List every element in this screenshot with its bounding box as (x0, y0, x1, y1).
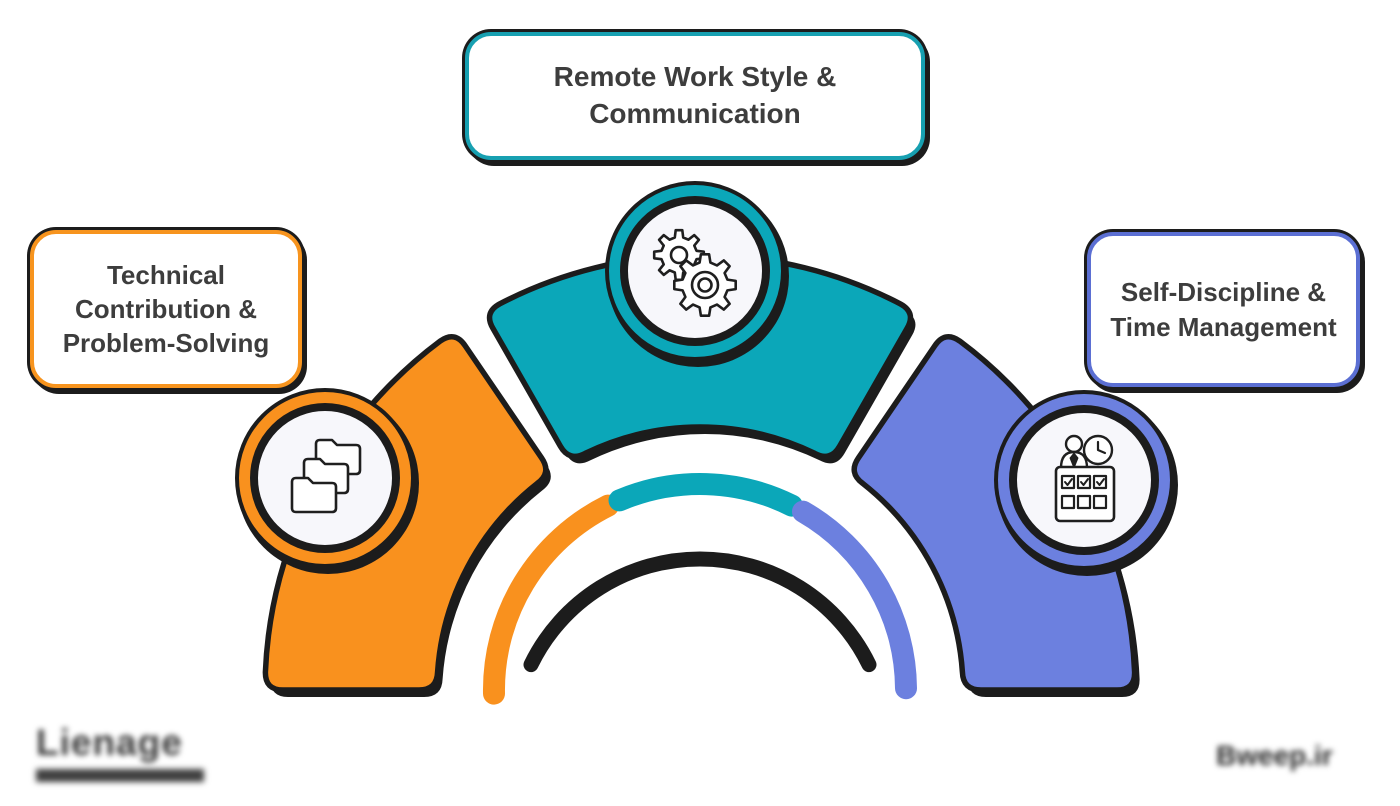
label-box-self-discipline-text: Self-Discipline & Time Management (1110, 277, 1337, 342)
inner-echo-arc (523, 551, 877, 673)
medallion-self-discipline (994, 390, 1178, 576)
medallion-remote-work (605, 181, 789, 367)
label-box-technical-contribution-text: Technical Contribution & Problem-Solving (62, 259, 270, 359)
label-box-self-discipline: Self-Discipline & Time Management (1087, 232, 1360, 387)
inner-arc-remote-work (608, 472, 803, 517)
label-box-remote-work-text: Remote Work Style & Communication (553, 61, 837, 129)
watermark-right-logo: Bweep.ir (1216, 740, 1333, 772)
person-clock-icon (1054, 434, 1116, 523)
inner-arc-self-discipline (792, 500, 917, 700)
inner-arc-technical (482, 494, 620, 705)
watermark-right-logo-text: Bweep.ir (1216, 740, 1333, 771)
medallion-technical (235, 388, 419, 574)
folders-icon (290, 438, 362, 514)
watermark-left-logo: Lienage (36, 722, 204, 782)
gears-icon (652, 228, 737, 317)
watermark-left-logo-bar (36, 769, 204, 782)
inner-thin-arcs (482, 472, 917, 705)
label-box-remote-work: Remote Work Style & Communication (465, 32, 925, 160)
watermark-left-logo-text: Lienage (36, 722, 183, 763)
label-box-technical-contribution: Technical Contribution & Problem-Solving (30, 230, 302, 388)
